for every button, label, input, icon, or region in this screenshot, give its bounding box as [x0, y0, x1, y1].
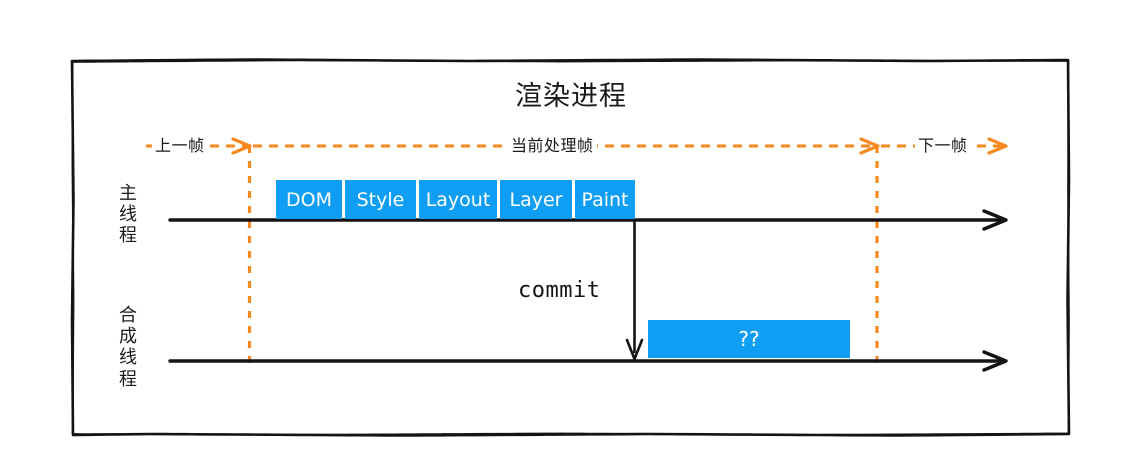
diagram-title: 渲染进程: [515, 81, 627, 112]
arrowhead-next-frame: [987, 137, 1008, 155]
arrowhead-prev-frame: [231, 137, 252, 155]
timeline-label-previous-frame: 上一帧: [152, 132, 208, 156]
commit-label: commit: [518, 278, 601, 303]
pipeline-stage-paint: Paint: [575, 180, 635, 219]
compositor-task-box: ??: [648, 320, 850, 358]
timeline-label-current-frame: 当前处理帧: [508, 132, 597, 156]
arrowhead-main-thread: [982, 209, 1008, 231]
compositor-thread-axis: [168, 350, 1008, 372]
pipeline-stage-dom: DOM: [276, 180, 342, 219]
pipeline-stage-layout: Layout: [419, 180, 497, 219]
commit-arrow: [625, 220, 644, 361]
arrowhead-compositor-thread: [982, 350, 1008, 372]
thread-label-compositor-thread: 合 成 线 程: [119, 305, 137, 390]
pipeline-stage-layer: Layer: [500, 180, 572, 219]
timeline-label-next-frame: 下一帧: [915, 132, 971, 156]
sketchy-frame-border: [70, 58, 1071, 437]
arrowhead-commit: [625, 338, 644, 361]
frame-divider-lines: [247, 146, 879, 366]
arrowhead-current-frame: [859, 137, 880, 155]
pipeline-stage-style: Style: [345, 180, 416, 219]
thread-label-main-thread: 主 线 程: [119, 183, 137, 247]
main-thread-axis: [168, 209, 1008, 231]
